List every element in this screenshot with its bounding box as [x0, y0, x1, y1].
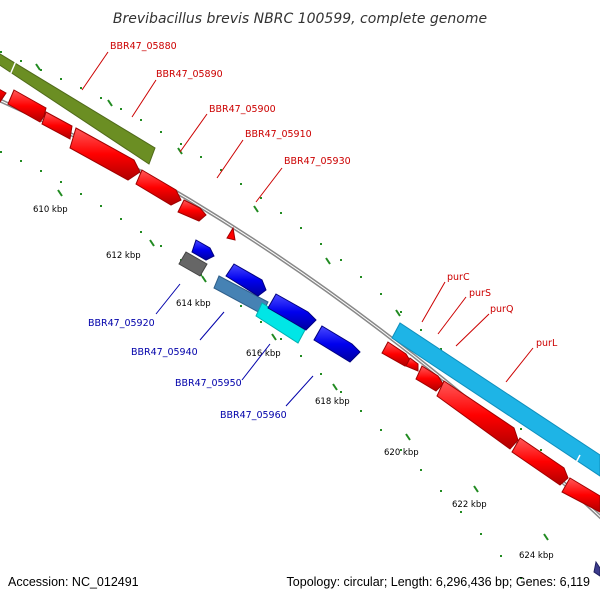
map-title: Brevibacillus brevis NBRC 100599, comple… — [113, 11, 487, 27]
reverse-labels: BBR47_05920 BBR47_05940 BBR47_05950 BBR4… — [88, 318, 287, 421]
tick-mark-618 — [332, 383, 338, 391]
gene-label-BBR47_05960[interactable]: BBR47_05960 — [220, 410, 287, 421]
reverse-label-leaders — [155, 283, 314, 407]
tick-label-622: 622 kbp — [452, 500, 487, 510]
gene-forward[interactable] — [41, 111, 73, 140]
gene-forward[interactable] — [561, 477, 600, 513]
gene-label-BBR47_05890[interactable]: BBR47_05890 — [156, 69, 223, 80]
forward-label-leaders — [81, 51, 534, 383]
gene-forward[interactable] — [7, 89, 47, 123]
gene-forward[interactable] — [135, 169, 182, 206]
reverse-genes — [191, 239, 600, 577]
gene-reverse[interactable] — [267, 293, 317, 331]
tick-label-614: 614 kbp — [176, 299, 211, 309]
forward-genes — [0, 80, 600, 513]
tick-label-610: 610 kbp — [33, 205, 68, 215]
accession-text: Accession: NC_012491 — [8, 575, 139, 589]
gene-forward[interactable] — [0, 80, 7, 103]
gene-forward[interactable] — [415, 365, 444, 392]
gene-label-BBR47_05950[interactable]: BBR47_05950 — [175, 378, 242, 389]
cog-band-green[interactable] — [0, 53, 156, 165]
gene-forward[interactable] — [405, 357, 419, 372]
tick-label-618: 618 kbp — [315, 397, 350, 407]
gene-forward[interactable] — [177, 199, 207, 222]
gene-reverse[interactable] — [593, 560, 600, 577]
tick-marks — [35, 63, 549, 541]
gene-label-BBR47_05930[interactable]: BBR47_05930 — [284, 156, 351, 167]
tick-label-616: 616 kbp — [246, 349, 281, 359]
gene-label-BBR47_05880[interactable]: BBR47_05880 — [110, 41, 177, 52]
cog-band-grey[interactable] — [178, 251, 208, 277]
genome-summary-text: Topology: circular; Length: 6,296,436 bp… — [287, 575, 590, 589]
gene-forward[interactable] — [436, 380, 519, 450]
gene-label-purQ[interactable]: purQ — [490, 304, 513, 315]
tick-label-624: 624 kbp — [519, 551, 554, 561]
tick-mark-616 — [271, 333, 277, 341]
gene-label-BBR47_05920[interactable]: BBR47_05920 — [88, 318, 155, 329]
gene-label-purC[interactable]: purC — [447, 272, 470, 283]
gene-reverse[interactable] — [313, 325, 361, 363]
gene-label-BBR47_05900[interactable]: BBR47_05900 — [209, 104, 276, 115]
forward-labels: BBR47_05880 BBR47_05890 BBR47_05900 BBR4… — [110, 41, 558, 349]
gene-reverse[interactable] — [191, 239, 215, 261]
tick-mark-622 — [473, 485, 479, 493]
gene-label-BBR47_05910[interactable]: BBR47_05910 — [245, 129, 312, 140]
gene-forward[interactable] — [69, 127, 141, 181]
gene-forward[interactable] — [226, 226, 236, 241]
tick-mark-610 — [57, 189, 63, 197]
guide-ring-inner — [0, 151, 522, 579]
tick-mark-620 — [405, 433, 411, 441]
gene-label-purS[interactable]: purS — [469, 288, 491, 299]
gene-forward[interactable] — [511, 437, 569, 486]
gene-label-BBR47_05940[interactable]: BBR47_05940 — [131, 347, 198, 358]
tick-labels: 610 kbp 612 kbp 614 kbp 616 kbp 618 kbp … — [33, 205, 554, 561]
tick-mark-624 — [543, 533, 549, 541]
cog-band-skyblue[interactable] — [391, 322, 600, 477]
tick-label-620: 620 kbp — [384, 448, 419, 458]
tick-mark-612 — [149, 239, 155, 247]
tick-label-612: 612 kbp — [106, 251, 141, 261]
gene-label-purL[interactable]: purL — [536, 338, 558, 349]
gene-reverse[interactable] — [225, 263, 267, 297]
tick-mark-614 — [201, 275, 207, 283]
